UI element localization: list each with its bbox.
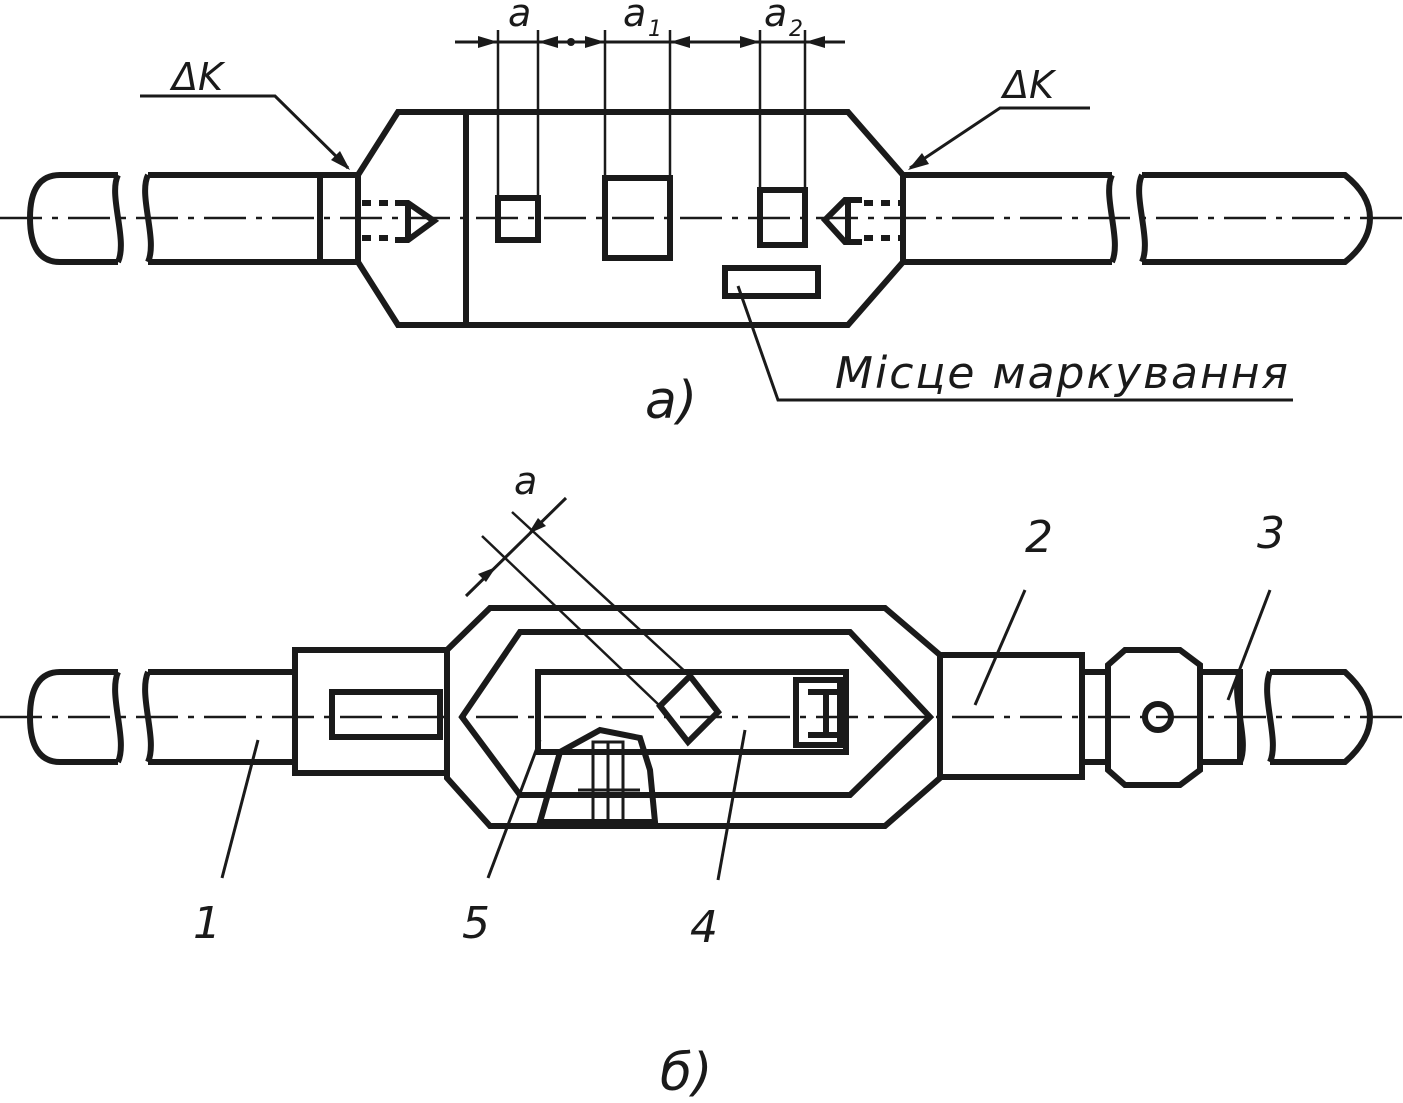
left-handle-a [26,172,361,265]
callout-3: 3 [1257,508,1285,559]
dim-a1-label: a [623,0,646,35]
square-window-a1 [602,175,673,261]
rotated-square [656,671,722,747]
delta-k-right-label: ΔK [1000,63,1057,107]
dim-a2-label: a [764,0,787,35]
callout-2: 2 [1025,512,1053,563]
callout-leaders [220,589,1272,881]
marking-leader [736,285,1293,402]
dim-a1-subscript: 1 [648,17,662,42]
view-a: ΔK ΔK a a 1 a 2 Місце маркування а) [0,0,1403,431]
callout-4: 4 [690,902,718,953]
dim-a2-subscript: 2 [789,17,803,42]
screw-section [536,726,659,825]
view-b-caption: б) [660,1043,712,1103]
view-a-caption: а) [645,371,697,431]
delta-k-leaders [140,94,1090,170]
right-handle-a [903,172,1374,265]
view-b: a 1 2 3 4 5 б) [0,459,1403,1103]
dimensions-a [455,30,845,196]
dim-a-label: a [508,0,531,35]
left-handle-b [26,647,450,776]
dim-a-b-label: a [514,459,537,503]
callout-1: 1 [193,898,221,949]
delta-k-left-label: ΔK [169,55,226,99]
callout-5: 5 [462,898,490,949]
knurled-nut [1105,647,1203,788]
marking-note: Місце маркування [835,348,1290,399]
square-window-a [495,195,541,243]
right-handle-b [937,647,1374,788]
square-window-a2 [757,187,808,248]
dimension-a-b [464,496,691,707]
marking-plate [722,265,821,299]
